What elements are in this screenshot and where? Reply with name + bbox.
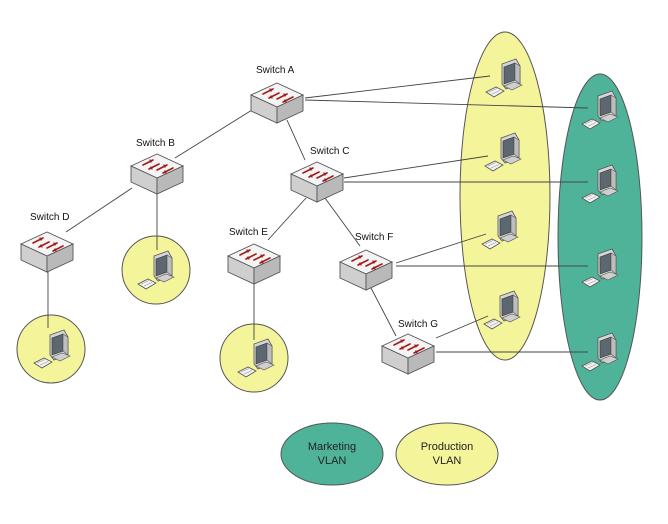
legend-production-label: Production VLAN xyxy=(397,440,497,468)
switch-f-label: Switch F xyxy=(355,232,394,243)
legend-production-swatch xyxy=(395,422,499,486)
legend-production-line1: Production xyxy=(420,441,474,453)
switch-e-label: Switch E xyxy=(229,227,268,238)
switch-d-label: Switch D xyxy=(30,212,70,223)
link-a-prod1 xyxy=(304,75,491,99)
switch-b-icon xyxy=(130,153,184,195)
legend-marketing-label: Marketing VLAN xyxy=(282,440,382,468)
switch-g-icon xyxy=(381,333,435,375)
legend-marketing-line1: Marketing xyxy=(307,441,357,453)
switch-b-label: Switch B xyxy=(136,138,175,149)
switch-a-label: Switch A xyxy=(256,65,295,76)
link-a-c xyxy=(286,119,306,161)
switch-d-icon xyxy=(20,231,74,273)
link-a-b xyxy=(174,109,253,159)
switch-f-icon xyxy=(339,249,393,291)
link-c-e xyxy=(267,197,307,241)
link-f-prod3 xyxy=(395,233,487,264)
network-links xyxy=(47,75,589,353)
marketing-vlan-zone xyxy=(557,73,643,401)
link-b-d xyxy=(65,187,133,233)
link-c-f xyxy=(324,197,361,247)
link-g-prod4 xyxy=(435,315,489,339)
link-a-mkt1 xyxy=(304,99,589,109)
switch-c-label: Switch C xyxy=(310,146,350,157)
switch-g-label: Switch G xyxy=(398,319,439,330)
link-f-g xyxy=(369,285,397,337)
link-c-prod2 xyxy=(343,155,489,179)
production-vlan-zone xyxy=(459,31,551,361)
switch-e-icon xyxy=(227,243,281,285)
legend-production-line2: VLAN xyxy=(432,455,462,467)
switch-a-icon xyxy=(250,82,304,124)
legend-marketing-swatch xyxy=(280,422,384,486)
legend-marketing-line2: VLAN xyxy=(317,455,347,467)
switch-c-icon xyxy=(290,161,344,203)
